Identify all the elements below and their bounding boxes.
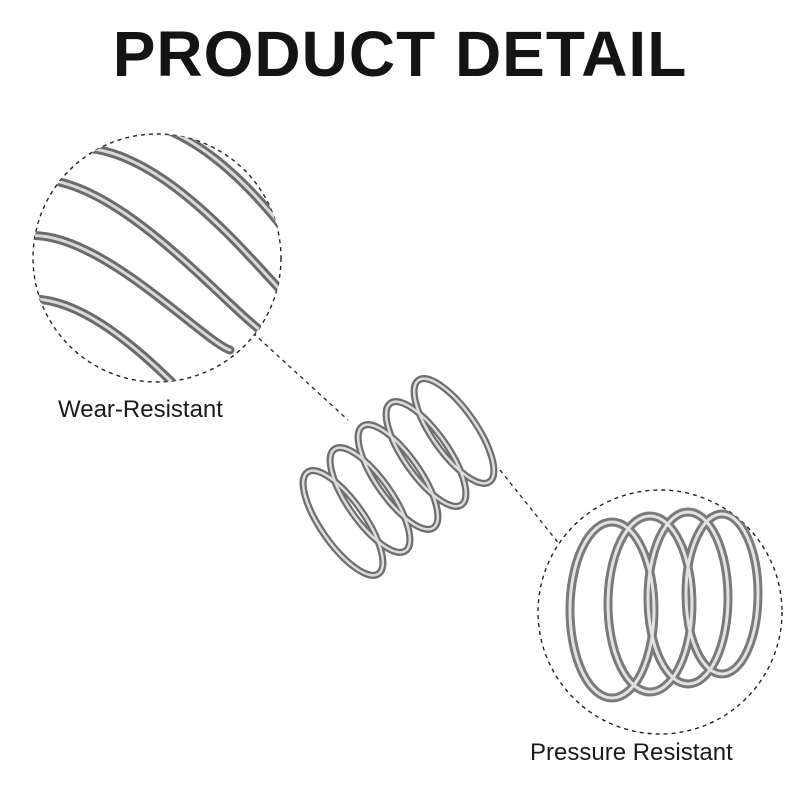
wear-resistant-zoom-icon	[32, 133, 282, 383]
pressure-resistant-zoom-icon	[537, 489, 783, 735]
connector-line-left	[252, 332, 349, 421]
connector-line-right	[499, 469, 561, 546]
connector-lines	[252, 332, 561, 546]
page-title: PRODUCT DETAIL	[112, 18, 688, 90]
wear-resistant-label: Wear-Resistant	[58, 396, 223, 423]
pressure-resistant-label: Pressure Resistant	[530, 739, 733, 766]
compression-spring-icon	[299, 375, 498, 579]
